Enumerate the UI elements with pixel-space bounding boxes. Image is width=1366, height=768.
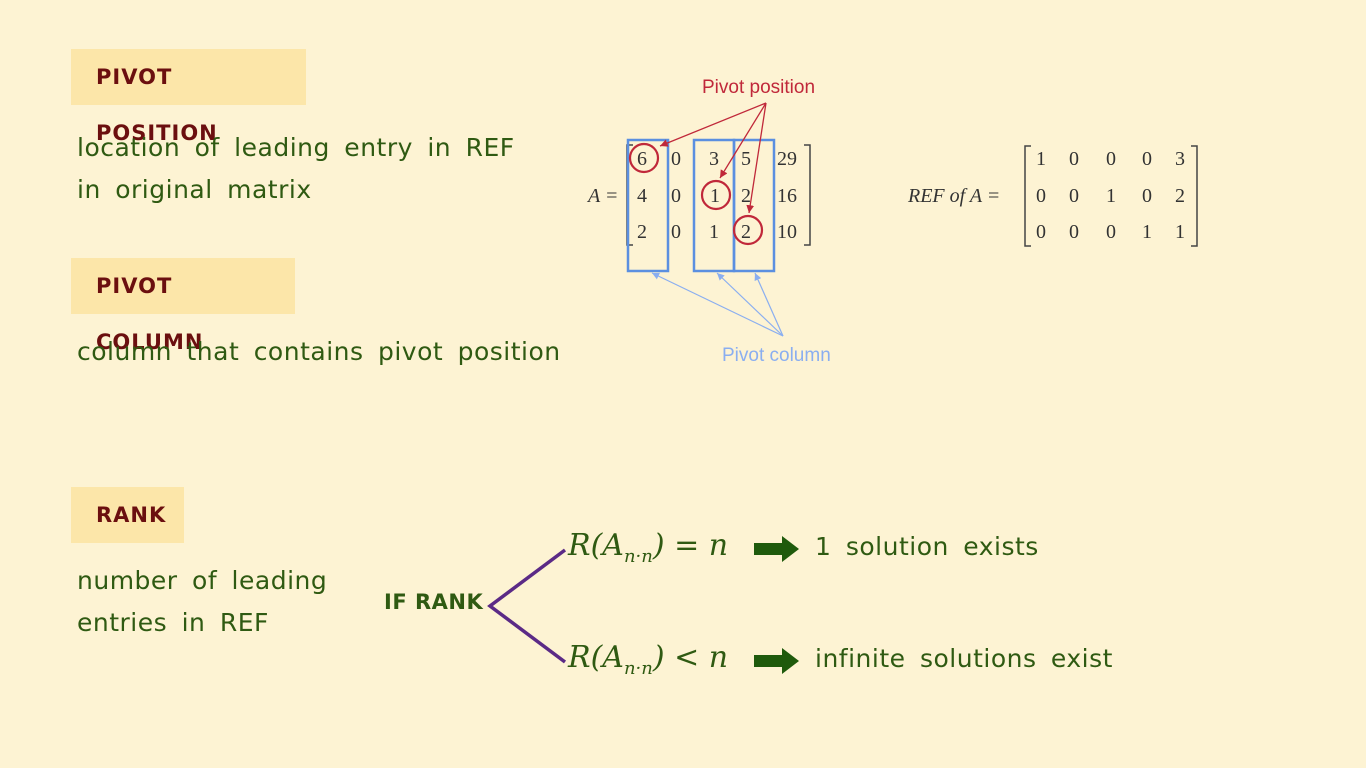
column-arrow-icon (716, 272, 784, 337)
matrix-cell: 10 (777, 221, 797, 243)
matrix-cell: 29 (777, 148, 797, 170)
ref-label: REF of A = (907, 185, 1000, 207)
matrix-cell: 5 (741, 148, 751, 170)
matrix-cell: 4 (637, 185, 647, 207)
matrix-cell: 3 (709, 148, 719, 170)
pivot-position-description: location of leading entry in REF in orig… (77, 127, 515, 211)
ref-cell: 0 (1069, 148, 1079, 170)
column-arrow-icon (754, 272, 784, 337)
pivot-arrow-icon (746, 102, 767, 214)
infinite-solutions-result: infinite solutions exist (815, 644, 1113, 673)
pivot-position-label: Pivot position (702, 77, 815, 98)
pivot-circle-icon (700, 179, 732, 211)
eq1-rhs: ) = n (652, 528, 729, 563)
rank-desc-line2: entries in REF (77, 608, 269, 637)
ref-cell: 1 (1175, 221, 1185, 243)
matrix-cell: 0 (671, 221, 681, 243)
matrix-right-bracket (804, 144, 811, 246)
eq1-sub: n·n (623, 546, 653, 567)
column-arrow-icon (651, 272, 784, 337)
matrix-cell: 1 (710, 185, 720, 207)
ref-cell: 0 (1106, 148, 1116, 170)
ref-cell: 2 (1175, 185, 1185, 207)
one-solution-result: 1 solution exists (815, 532, 1039, 561)
pivot-position-desc-line2: in original matrix (77, 175, 312, 204)
pivot-position-desc-line1: location of leading entry in REF (77, 133, 515, 162)
rank-description: number of leading entries in REF (77, 560, 327, 644)
matrix-name: A = (586, 185, 618, 207)
matrix-cell: 6 (637, 148, 647, 170)
pivot-column-box-4 (732, 138, 776, 273)
pivot-circle-icon (628, 142, 660, 174)
branch-lines (487, 548, 567, 664)
right-arrow-icon (754, 536, 799, 562)
ref-cell: 0 (1106, 221, 1116, 243)
matrix-cell: 2 (741, 221, 751, 243)
branch-line-icon (487, 548, 567, 664)
ref-cell: 3 (1175, 148, 1185, 170)
ref-cell: 1 (1142, 221, 1152, 243)
matrix-cell: 1 (709, 221, 719, 243)
matrix-cell: 0 (671, 148, 681, 170)
rank-equal-equation: R(An·n) = n (568, 528, 728, 567)
matrix-cell: 0 (671, 185, 681, 207)
matrix-cell: 2 (741, 185, 751, 207)
if-rank-label: IF RANK (384, 590, 484, 614)
ref-cell: 0 (1069, 185, 1079, 207)
ref-cell: 0 (1069, 221, 1079, 243)
pivot-arrow-icon (719, 102, 767, 179)
rank-desc-line1: number of leading (77, 566, 328, 595)
eq2-lhs: R(A (568, 640, 624, 675)
ref-cell: 1 (1036, 148, 1046, 170)
pivot-column-box-1 (626, 138, 670, 273)
ref-cell: 0 (1036, 185, 1046, 207)
pivot-figure: Pivot position Pivot column A = 6 0 3 5 … (586, 77, 1198, 366)
pivot-column-label: Pivot column (722, 345, 831, 366)
rank-less-equation: R(An·n) < n (568, 640, 728, 679)
pivot-column-heading: PIVOT COLUMN (71, 258, 295, 354)
ref-right-bracket (1191, 145, 1198, 247)
ref-cell: 0 (1036, 221, 1046, 243)
matrix-cell: 2 (637, 221, 647, 243)
pivot-arrow-icon (659, 102, 767, 147)
eq2-rhs: ) < n (652, 640, 729, 675)
ref-left-bracket (1024, 145, 1031, 247)
rank-heading: RANK (71, 487, 184, 543)
ref-cell: 0 (1142, 185, 1152, 207)
ref-cell: 1 (1106, 185, 1116, 207)
eq2-sub: n·n (623, 658, 653, 679)
pivot-circle-icon (732, 214, 764, 246)
pivot-position-heading: PIVOT POSITION (71, 49, 306, 145)
pivot-column-description: column that contains pivot position (77, 337, 561, 366)
right-arrow-icon (754, 648, 799, 674)
matrix-cell: 16 (777, 185, 797, 207)
ref-cell: 0 (1142, 148, 1152, 170)
eq1-lhs: R(A (568, 528, 624, 563)
